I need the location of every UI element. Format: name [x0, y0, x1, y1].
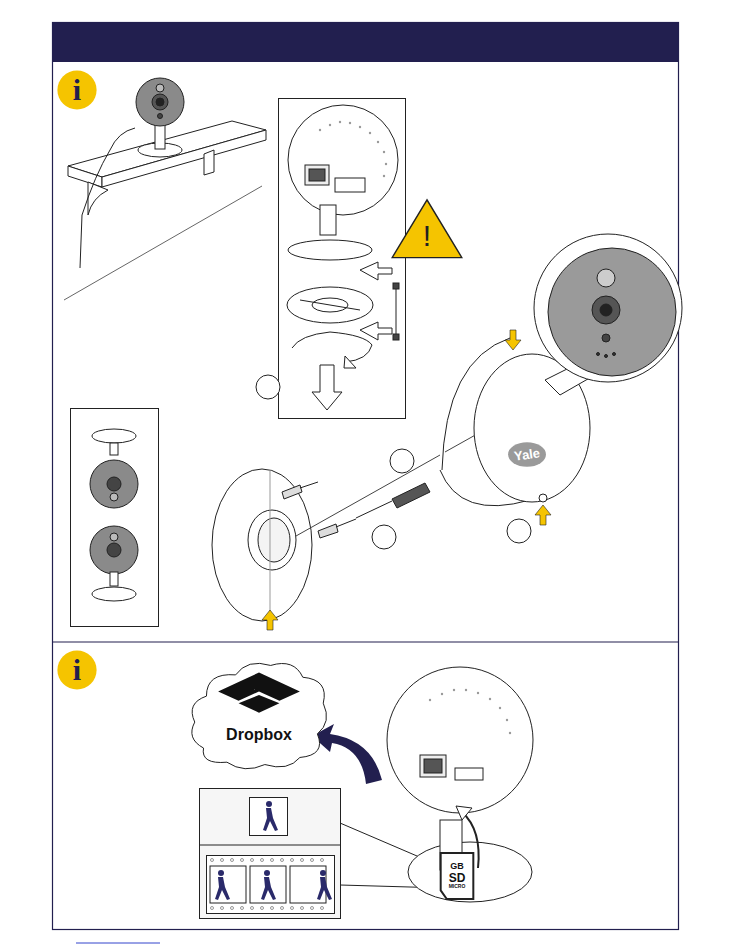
film-holes: [211, 859, 324, 910]
alignment-arrows: [262, 330, 551, 630]
upload-arrow: [312, 724, 382, 784]
cloud-storage: Dropbox: [186, 656, 332, 774]
node-text: Dropbox: [226, 727, 292, 744]
info-icon: i: [57, 650, 97, 690]
alignment-mark: [539, 494, 547, 502]
wall-mount: [212, 410, 520, 621]
base-detail-panel: [279, 99, 406, 419]
camera-rear: [387, 667, 533, 902]
cloud-outline: [186, 656, 332, 774]
panel-divider: [52, 641, 679, 642]
walking-figures: [215, 801, 332, 900]
node-text: GB: [450, 862, 464, 871]
info-icon: i: [57, 70, 97, 110]
header-band: [52, 22, 679, 62]
node-text: i: [73, 74, 81, 106]
node-text: !: [423, 220, 431, 252]
node-text: MICRO: [449, 884, 466, 889]
node-text: i: [73, 654, 81, 686]
warning-triangle: !: [390, 198, 464, 260]
speaker-holes-rear: [429, 689, 511, 734]
label-badge: [508, 442, 546, 466]
page-frame: [53, 23, 679, 930]
recording-frame: [199, 789, 445, 919]
speaker-holes: [319, 121, 387, 177]
footer-link-line: [76, 943, 160, 944]
sd-card: GBSDMICRO: [440, 852, 474, 900]
orientation-panel: [71, 409, 159, 627]
camera-assembly: [440, 234, 682, 506]
node-text: SD: [449, 872, 466, 885]
shelf-scene: [64, 78, 266, 300]
